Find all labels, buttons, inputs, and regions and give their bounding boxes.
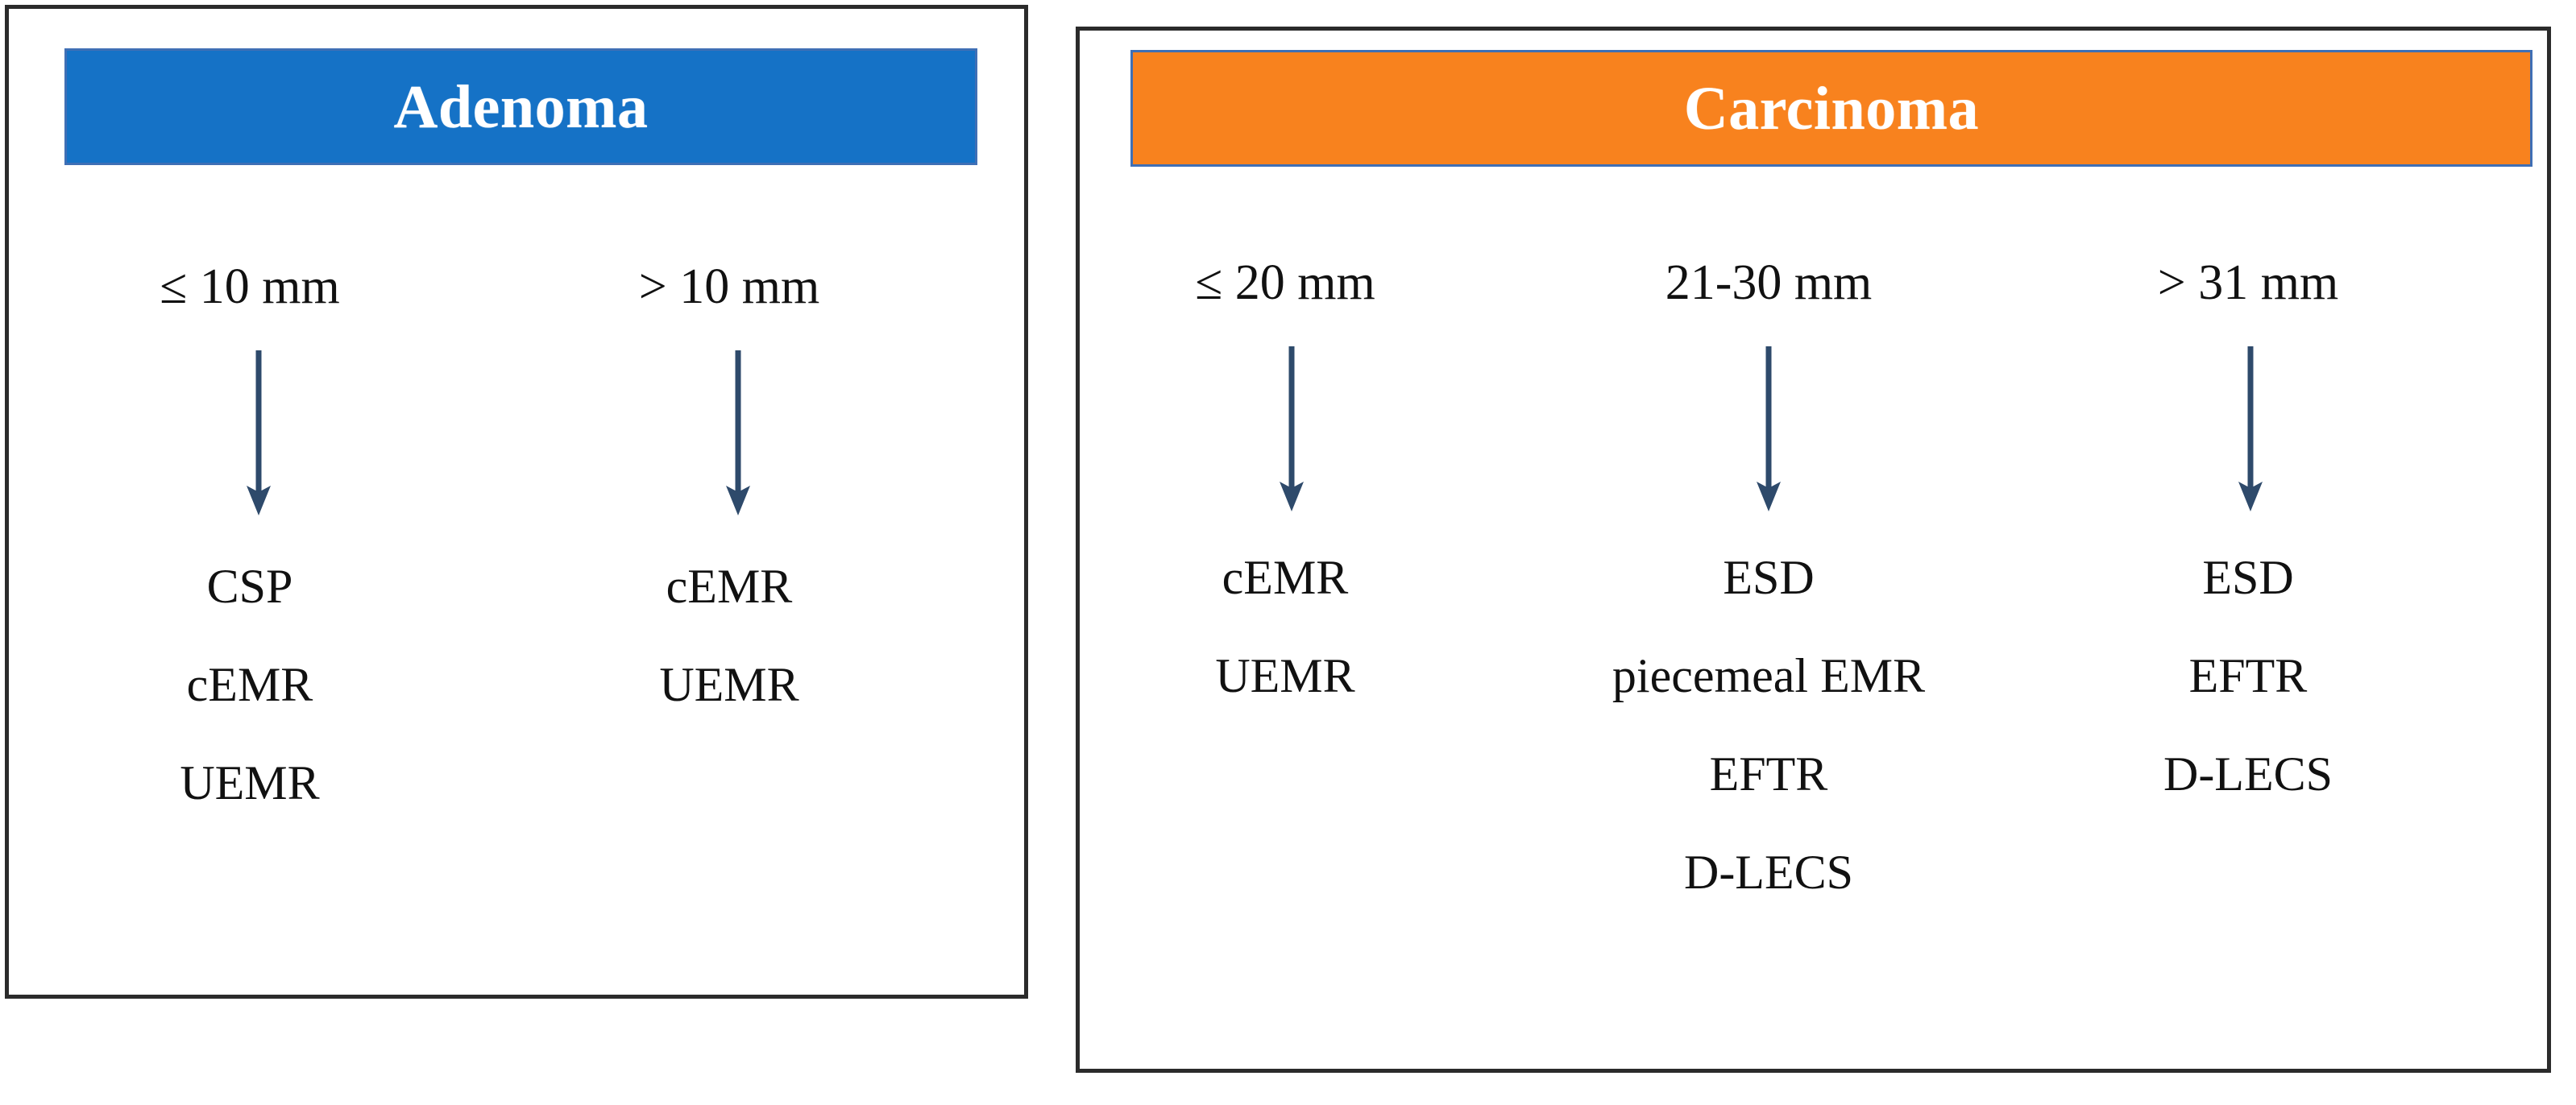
branch-adenoma-1: ≤ 10 mm CSP cEMR UEMR <box>129 0 371 807</box>
size-label: > 10 mm <box>638 259 820 314</box>
treatment-list: cEMR UEMR <box>659 562 799 709</box>
treatment-list: CSP cEMR UEMR <box>180 562 319 807</box>
treatment-item: cEMR <box>186 658 313 711</box>
treatment-item: D-LECS <box>2163 747 2333 801</box>
down-arrow-icon <box>714 350 762 515</box>
size-label: ≤ 20 mm <box>1195 255 1375 310</box>
header-bar-adenoma: Adenoma <box>64 48 977 165</box>
treatment-item: piecemeal EMR <box>1612 649 1926 702</box>
size-label: ≤ 10 mm <box>160 259 340 314</box>
panel-adenoma <box>5 5 1028 999</box>
panel-carcinoma <box>1076 27 2551 1073</box>
treatment-item: EFTR <box>1709 747 1828 801</box>
header-bar-carcinoma: Carcinoma <box>1130 50 2532 167</box>
treatment-item: UEMR <box>180 756 320 809</box>
size-label: > 31 mm <box>2157 255 2339 310</box>
treatment-list: cEMR UEMR <box>1215 553 1354 700</box>
panel-title-adenoma: Adenoma <box>393 72 649 141</box>
size-label: 21-30 mm <box>1665 255 1873 310</box>
treatment-item: cEMR <box>666 560 793 613</box>
down-arrow-icon <box>1744 346 1793 511</box>
treatment-item: D-LECS <box>1684 846 1853 899</box>
branch-carcinoma-1: ≤ 20 mm cEMR UEMR <box>1164 0 1406 700</box>
down-arrow-icon <box>1267 346 1316 511</box>
treatment-item: CSP <box>206 560 293 613</box>
panel-title-carcinoma: Carcinoma <box>1683 74 1980 143</box>
down-arrow-icon <box>234 350 283 515</box>
treatment-list: ESD piecemeal EMR EFTR D-LECS <box>1612 553 1925 896</box>
treatment-item: ESD <box>2202 551 2294 604</box>
treatment-item: UEMR <box>659 658 799 711</box>
treatment-item: cEMR <box>1222 551 1349 604</box>
branch-carcinoma-2: 21-30 mm ESD piecemeal EMR EFTR D-LECS <box>1583 0 1954 896</box>
treatment-list: ESD EFTR D-LECS <box>2163 553 2333 798</box>
branch-carcinoma-3: > 31 mm ESD EFTR D-LECS <box>2087 0 2409 798</box>
treatment-item: EFTR <box>2188 649 2308 702</box>
down-arrow-icon <box>2226 346 2275 511</box>
branch-adenoma-2: > 10 mm cEMR UEMR <box>608 0 850 709</box>
treatment-item: UEMR <box>1215 649 1355 702</box>
treatment-item: ESD <box>1723 551 1815 604</box>
